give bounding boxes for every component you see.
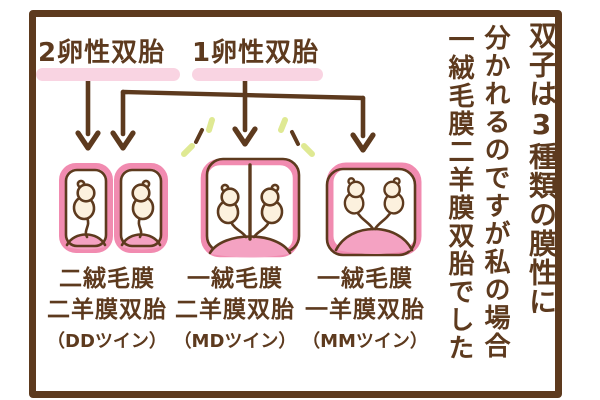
narration-column-1: 双子は3種類の膜性に [525,21,558,316]
panel-frame [29,10,562,398]
membrane-line: 二絨毛膜 [59,266,155,292]
fetus-icon [343,177,365,215]
umbilical-cord [84,216,90,239]
highlight-bar-monozygotic [192,68,323,81]
fetus-icon [72,179,96,221]
uterus-sac-shared [325,162,422,257]
label-monozygotic-twins: 1卵性双胎 [192,38,320,68]
membrane-line: 一絨毛膜 [187,266,283,292]
fetus-icon [260,183,284,225]
md-twins-illustration [181,117,315,258]
fetus-icon [131,179,155,221]
uterus-sac-right [114,163,168,253]
twin-code: （MMツイン） [302,331,428,352]
placenta [211,236,289,258]
mm-twins-illustration [325,162,422,257]
type-label-md: 一絨毛膜 二羊膜双胎 （MDツイン） [167,264,303,356]
uterus-sac-shared [200,157,301,258]
twin-code: （MDツイン） [173,331,297,352]
highlight-bar-dizygotic [36,68,180,81]
sparkle-marks [181,117,315,157]
arrow-monozygotic-branch [110,78,376,153]
umbilical-cord [229,220,248,239]
narration-column-3: 一絨毛膜二羊膜双胎でした [444,26,474,362]
membrane-line: 二羊膜双胎 [47,297,167,323]
umbilical-cord [137,216,143,239]
fetus-icon [383,177,405,215]
uterus-sac-left [59,163,113,253]
twin-code: （DDツイン） [47,331,167,352]
type-label-mm: 一絨毛膜 一羊膜双胎 （MMツイン） [297,264,433,356]
narration-column-2: 分かれるのですが私の場合 [480,24,510,360]
dd-twins-illustration [59,163,168,253]
placenta [337,228,411,254]
fetus-icon [216,183,240,225]
membrane-line: 二羊膜双胎 [175,297,295,323]
label-dizygotic-twins: 2卵性双胎 [38,38,166,68]
umbilical-cord [252,220,271,239]
membrane-line: 一羊膜双胎 [305,297,425,323]
membrane-line: 一絨毛膜 [317,266,413,292]
branch-arrows [75,76,376,153]
arrow-dizygotic-to-dd [75,76,101,151]
type-label-dd: 二絨毛膜 二羊膜双胎 （DDツイン） [33,264,181,356]
